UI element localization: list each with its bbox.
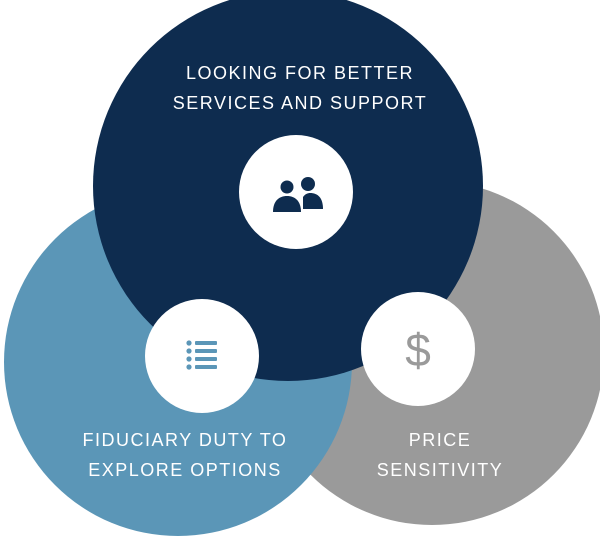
users-badge: [239, 135, 353, 249]
list-badge: [145, 299, 259, 413]
price-sensitivity-line-2: SENSITIVITY: [376, 460, 504, 480]
users-icon: [273, 177, 323, 212]
better-services-line-2: SERVICES AND SUPPORT: [172, 93, 428, 113]
better-services-line-1: LOOKING FOR BETTER: [185, 63, 415, 83]
fiduciary-duty-label: FIDUCIARY DUTY TO EXPLORE OPTIONS: [55, 425, 315, 485]
fiduciary-duty-line-2: EXPLORE OPTIONS: [88, 460, 282, 480]
fiduciary-duty-line-1: FIDUCIARY DUTY TO: [82, 430, 288, 450]
price-sensitivity-line-1: PRICE: [408, 430, 472, 450]
dollar-icon: $: [405, 324, 431, 376]
better-services-label: LOOKING FOR BETTER SERVICES AND SUPPORT: [120, 58, 480, 118]
dollar-badge: [361, 292, 475, 406]
list-icon: [186, 340, 217, 370]
price-sensitivity-label: PRICE SENSITIVITY: [330, 425, 550, 485]
